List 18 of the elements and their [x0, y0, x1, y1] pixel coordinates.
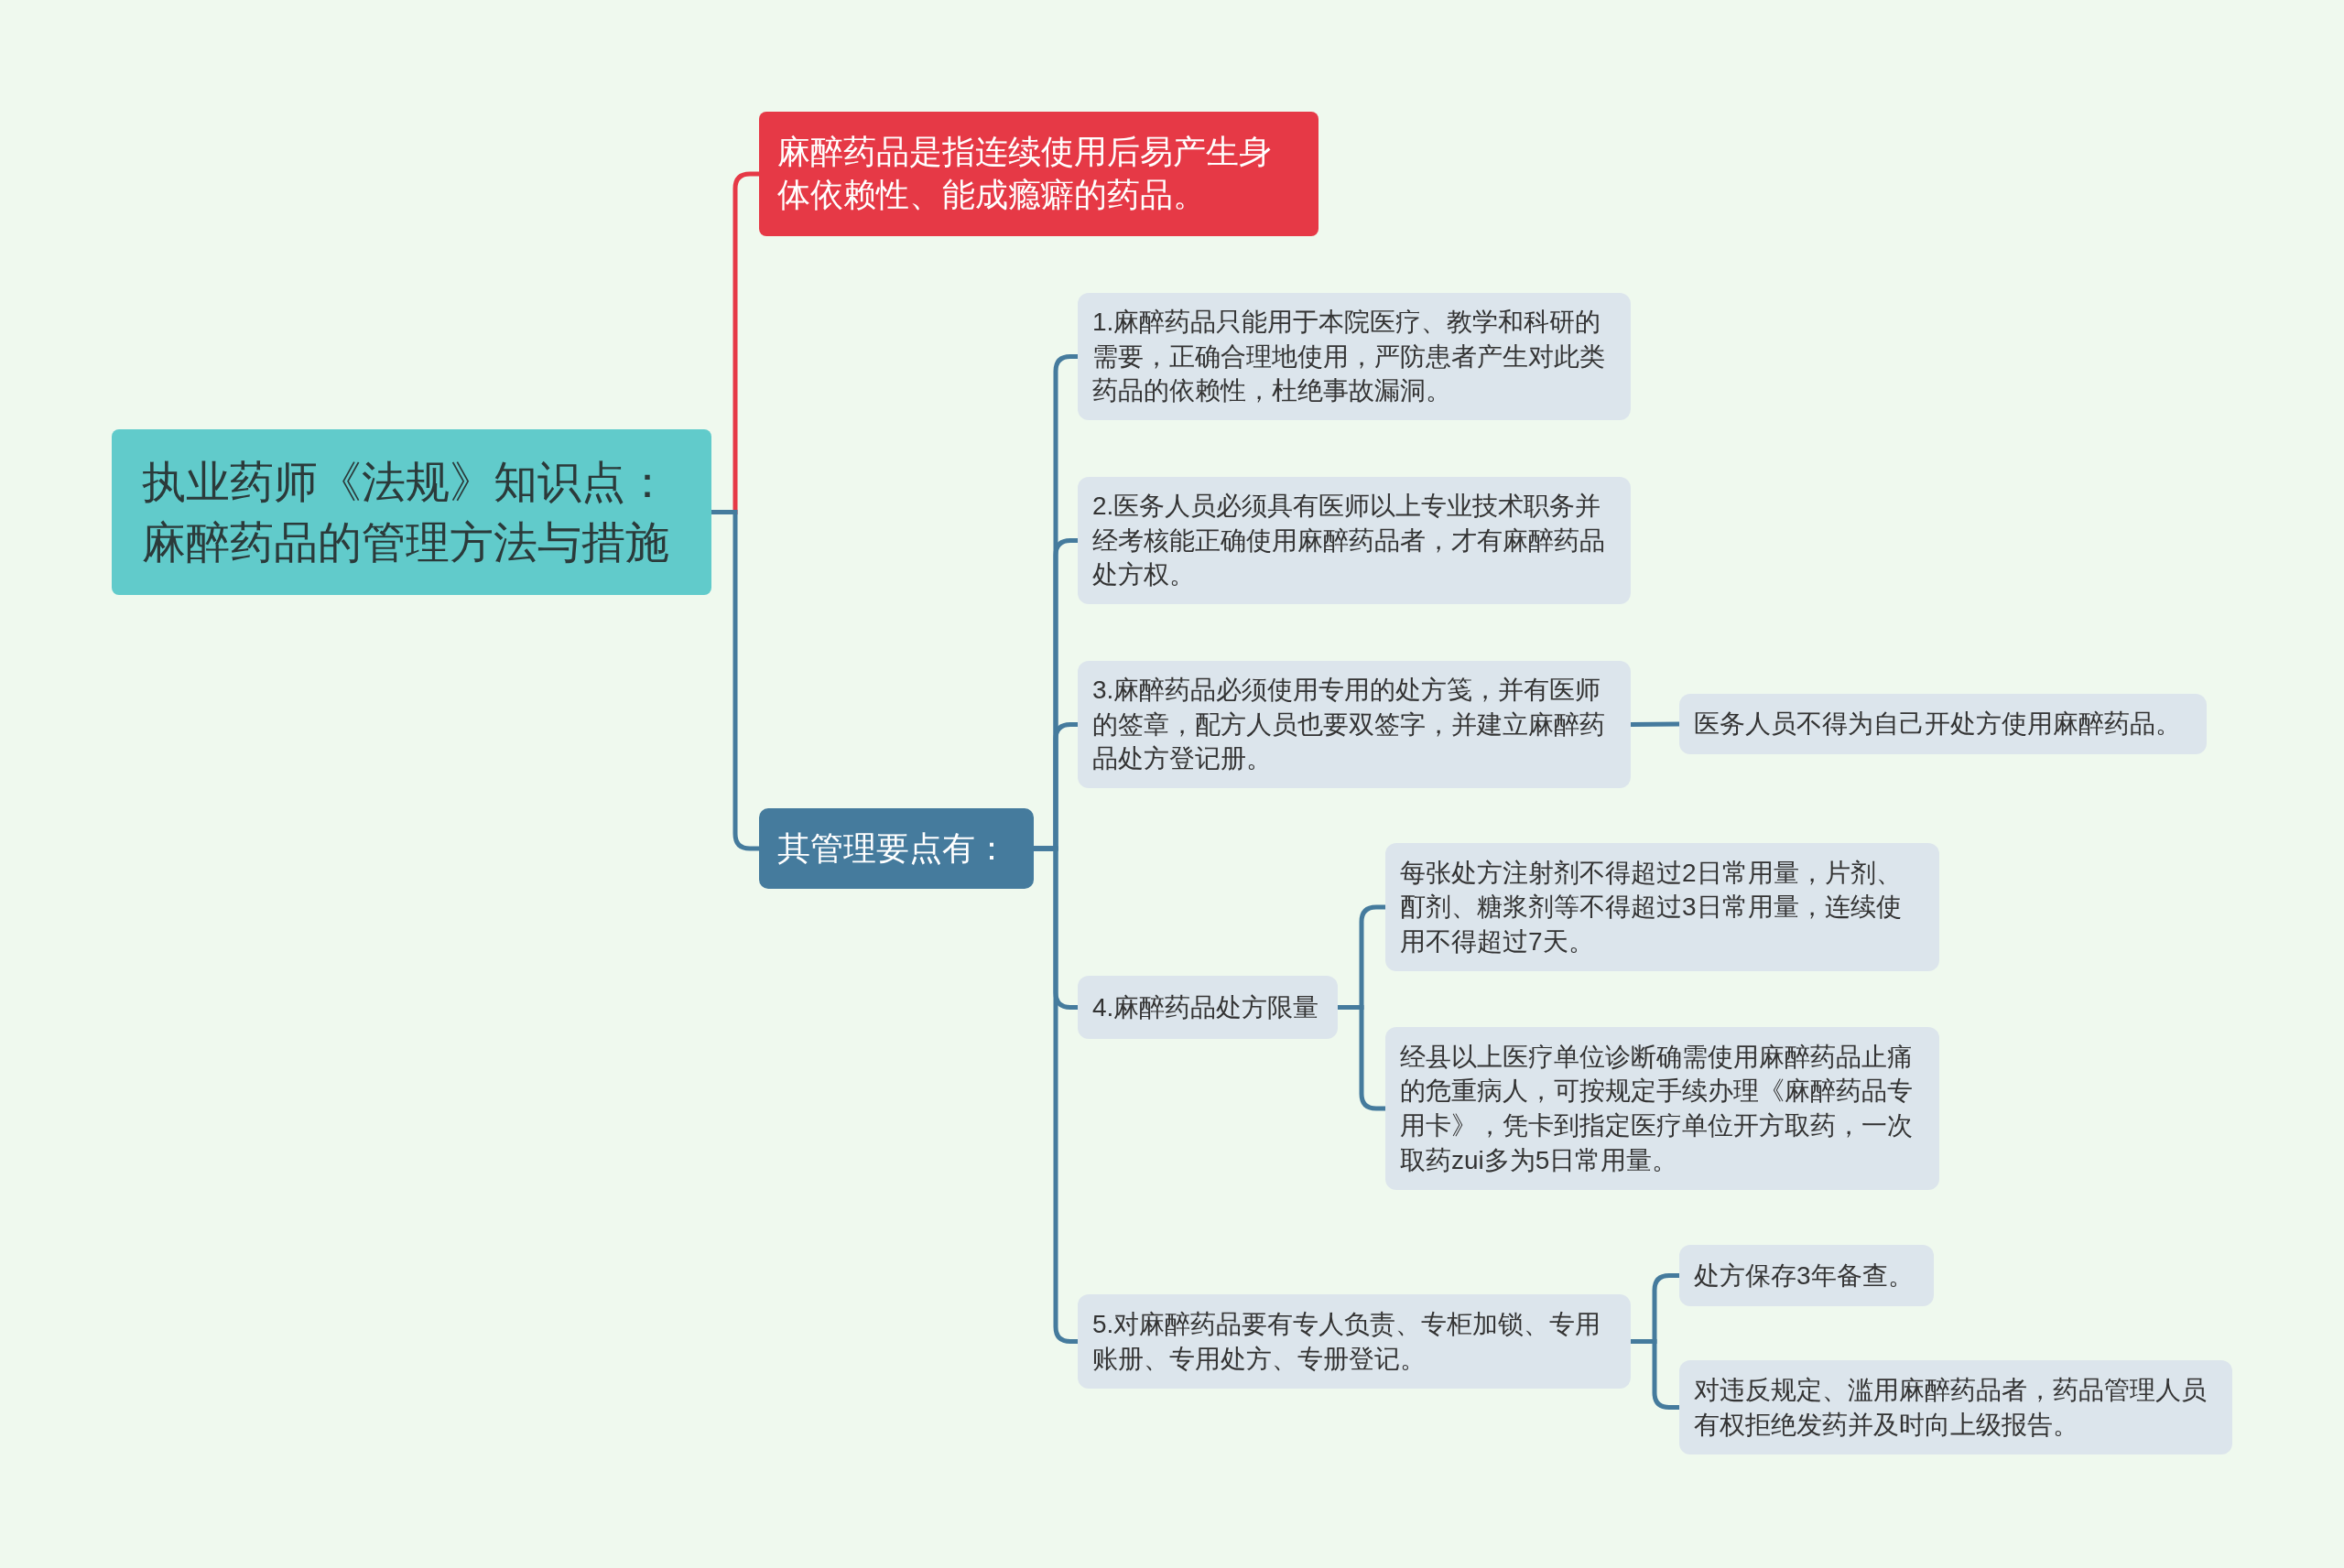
subtopic-box: 处方保存3年备查。: [1679, 1245, 1934, 1306]
connector-line: [711, 510, 759, 851]
subtopic-box: 2.医务人员必须具有医师以上专业技术职务并经考核能正确使用麻醉药品者，才有麻醉药品处方权。: [1078, 477, 1631, 604]
connector-line: [1631, 1339, 1679, 1410]
subtopic-box: 对违反规定、滥用麻醉药品者，药品管理人员有权拒绝发药并及时向上级报告。: [1679, 1360, 2232, 1454]
subtopic-box: 4.麻醉药品处方限量: [1078, 976, 1338, 1039]
connector-line: [1630, 721, 1680, 727]
subtopic-box: 经县以上医疗单位诊断确需使用麻醉药品止痛的危重病人，可按规定手续办理《麻醉药品专用卡》，凭卡到指定医疗单位开方取药，一次取药zui多为5日常用量。: [1385, 1027, 1939, 1190]
definition-box: 麻醉药品是指连续使用后易产生身体依赖性、能成瘾癖的药品。: [759, 112, 1318, 236]
subtopic-box: 每张处方注射剂不得超过2日常用量，片剂、酊剂、糖浆剂等不得超过3日常用量，连续使用不得超过7天。: [1385, 843, 1939, 971]
subtopic-box: 5.对麻醉药品要有专人负责、专柜加锁、专用账册、专用处方、专册登记。: [1078, 1294, 1631, 1389]
subtopic-box: 3.麻醉药品必须使用专用的处方笺，并有医师的签章，配方人员也要双签字，并建立麻醉药品处方登记册。: [1078, 661, 1631, 788]
subtopic-box: 1.麻醉药品只能用于本院医疗、教学和科研的需要，正确合理地使用，严防患者产生对此类药品的依赖性，杜绝事故漏洞。: [1078, 293, 1631, 420]
connector-line: [1338, 1005, 1385, 1111]
topic-box: 执业药师《法规》知识点：麻醉药品的管理方法与措施: [112, 429, 711, 595]
subtopic-box: 医务人员不得为自己开处方使用麻醉药品。: [1679, 694, 2207, 754]
branch-box: 其管理要点有：: [759, 808, 1034, 889]
connector-line: [1034, 846, 1078, 1344]
